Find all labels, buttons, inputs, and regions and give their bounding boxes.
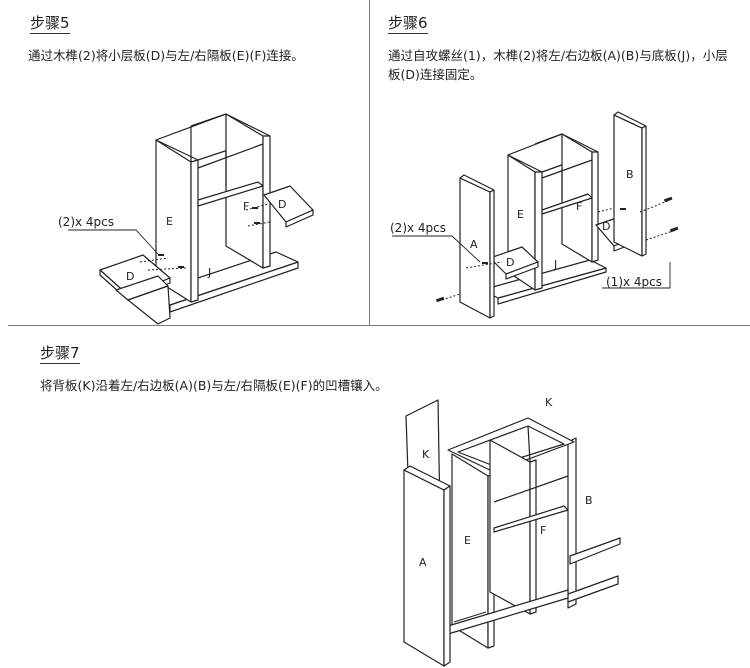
step6-label-F: F	[576, 200, 582, 213]
step6-label-A: A	[470, 238, 478, 251]
step6-side-panel-B	[613, 114, 643, 257]
step5-label-F: F	[243, 200, 249, 213]
step5-instruction: 通过木榫(2)将小层板(D)与左/右隔板(E)(F)连接。	[28, 48, 304, 63]
step6-label-B: B	[626, 168, 634, 181]
step6-label-D-left: D	[506, 256, 514, 269]
step7-label-B: B	[585, 494, 593, 507]
step5-label-E: E	[166, 215, 173, 228]
step5-label-D-left: D	[126, 270, 134, 283]
step6-instruction: 通过自攻螺丝(1)，木榫(2)将左/右边板(A)(B)与底板(J)，小层板(D)…	[388, 48, 728, 82]
step7-title: 步骤7	[40, 344, 80, 364]
step5-panel: 步骤5 通过木榫(2)将小层板(D)与左/右隔板(E)(F)连接。	[8, 0, 370, 326]
step7-diagram: K K B A E F	[403, 396, 621, 667]
step6-panel: 步骤6 通过自攻螺丝(1)，木榫(2)将左/右边板(A)(B)与底板(J)，小层…	[370, 0, 750, 326]
step7-label-E: E	[464, 534, 471, 547]
step6-label-D-right: D	[602, 220, 610, 233]
step6-diagram: (2)x 4pcs (1)x 4pcs A B E F D D J	[390, 111, 679, 319]
step7-label-F: F	[540, 524, 546, 537]
step6-label-J: J	[553, 258, 557, 271]
step7-label-K-top: K	[545, 396, 553, 409]
step7-side-panel-B	[567, 437, 577, 609]
step6-callout-right: (1)x 4pcs	[606, 275, 662, 289]
step6-callout-left: (2)x 4pcs	[390, 221, 446, 235]
step5-label-J: J	[207, 266, 211, 279]
step6-title: 步骤6	[388, 14, 428, 34]
step7-label-K-panel: K	[422, 448, 430, 461]
step5-callout: (2)x 4pcs	[58, 215, 114, 229]
step7-panel: 步骤7 将背板(K)沿着左/右边板(A)(B)与左/右隔板(E)(F)的凹槽镶入…	[8, 326, 750, 668]
step7-instruction: 将背板(K)沿着左/右边板(A)(B)与左/右隔板(E)(F)的凹槽镶入。	[40, 378, 388, 393]
step5-label-D-right: D	[278, 198, 286, 211]
step5-title: 步骤5	[30, 14, 70, 34]
step5-diagram: (2)x 4pcs E F D D J	[58, 113, 314, 325]
step7-label-A: A	[419, 556, 427, 569]
step6-label-E: E	[517, 208, 524, 221]
